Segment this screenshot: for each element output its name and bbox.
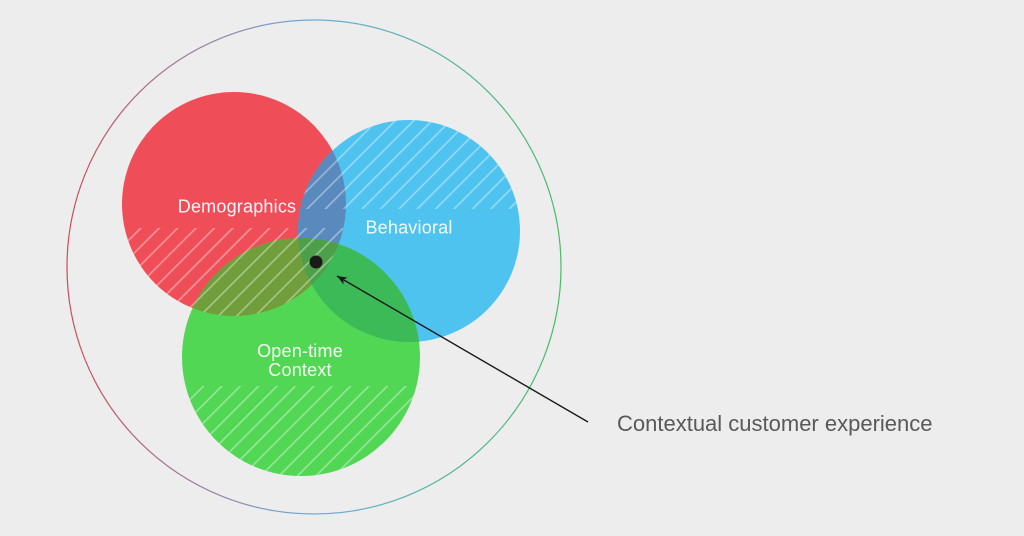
annotation-arrow <box>336 275 589 423</box>
opentime-hatch-band <box>182 386 420 476</box>
overlap-behavioral-opentime <box>298 238 420 342</box>
set-label-open-time-line1: Open-time <box>257 341 343 361</box>
set-label-demographics: Demographics <box>177 196 297 217</box>
behavioral-hatch-band <box>298 120 520 209</box>
outer-gradient-ring <box>66 19 562 515</box>
annotation-label: Contextual customer experience <box>617 411 933 436</box>
set-label-open-time-context: Open-time Context <box>257 342 343 380</box>
center-intersection-dot <box>309 255 323 269</box>
set-label-behavioral: Behavioral <box>365 217 453 238</box>
set-label-open-time-line2: Context <box>268 360 332 380</box>
